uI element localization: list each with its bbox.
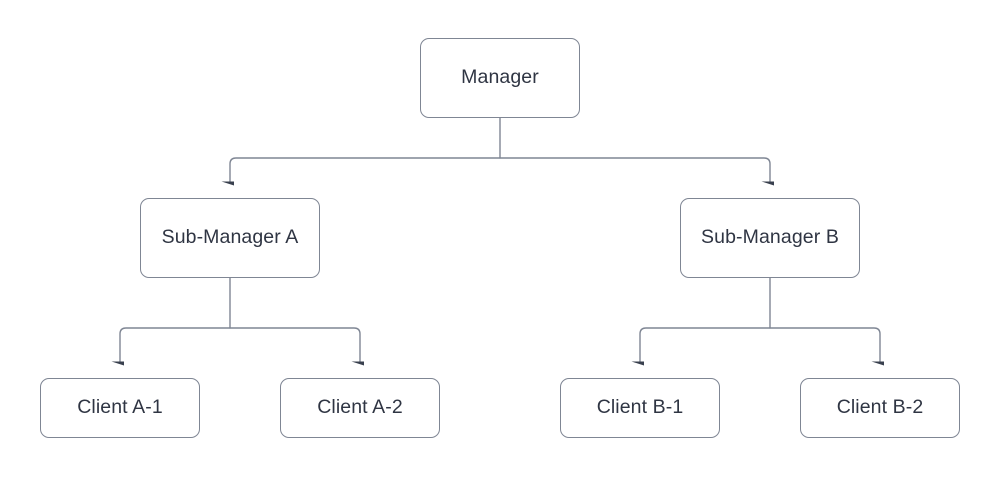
node-manager[interactable]: Manager xyxy=(420,38,580,118)
edge-manager-to-sub-manager-b xyxy=(500,157,770,182)
node-client-b-1-label: Client B-1 xyxy=(596,396,684,419)
node-sub-manager-a[interactable]: Sub-Manager A xyxy=(140,198,320,278)
node-client-b-2-label: Client B-2 xyxy=(836,396,924,419)
node-sub-manager-b[interactable]: Sub-Manager B xyxy=(680,198,860,278)
edge-sub-manager-a-to-client-a-1 xyxy=(120,327,230,362)
node-client-a-1-label: Client A-1 xyxy=(77,396,163,419)
node-client-a-1[interactable]: Client A-1 xyxy=(40,378,200,438)
node-client-b-1[interactable]: Client B-1 xyxy=(560,378,720,438)
node-manager-label: Manager xyxy=(461,66,539,89)
edge-sub-manager-b-to-client-b-1 xyxy=(640,327,770,362)
node-sub-manager-a-label: Sub-Manager A xyxy=(161,226,299,249)
node-client-a-2[interactable]: Client A-2 xyxy=(280,378,440,438)
edge-manager-to-sub-manager-a xyxy=(230,157,500,182)
node-sub-manager-b-label: Sub-Manager B xyxy=(701,226,839,249)
node-client-b-2[interactable]: Client B-2 xyxy=(800,378,960,438)
edge-sub-manager-a-to-client-a-2 xyxy=(230,327,360,362)
edge-sub-manager-b-to-client-b-2 xyxy=(770,327,880,362)
node-client-a-2-label: Client A-2 xyxy=(317,396,403,419)
